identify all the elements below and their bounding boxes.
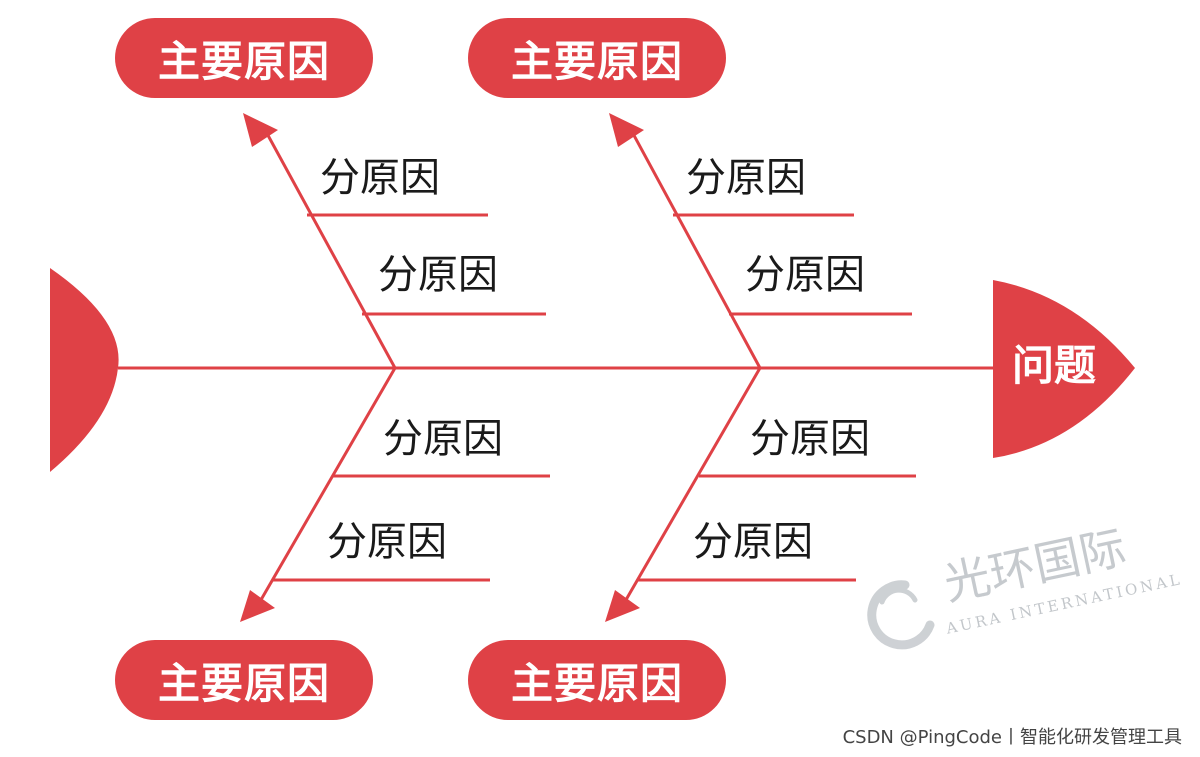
bone-upper-right	[628, 127, 762, 369]
sub-cause-7: 分原因	[750, 416, 870, 462]
bone-lower-right	[621, 367, 762, 606]
problem-label: 问题	[1012, 341, 1097, 390]
bone-lower-left	[256, 367, 397, 606]
sub-cause-5: 分原因	[383, 416, 503, 462]
sub-cause-1: 分原因	[320, 155, 440, 201]
footer-credit: CSDN @PingCode丨智能化研发管理工具	[842, 727, 1182, 748]
arrowhead-lower-left	[240, 590, 275, 622]
arrowhead-upper-left	[243, 113, 278, 147]
major-cause-bottom-left: 主要原因	[115, 640, 373, 720]
sub-cause-2: 分原因	[378, 252, 498, 298]
fish-head	[993, 280, 1135, 458]
sub-cause-6: 分原因	[327, 519, 447, 565]
watermark-logo-icon	[867, 580, 935, 650]
sub-cause-3: 分原因	[686, 155, 806, 201]
major-cause-top-right: 主要原因	[468, 18, 726, 98]
arrowhead-upper-right	[609, 113, 644, 147]
bone-upper-left	[262, 127, 397, 369]
major-cause-bottom-right: 主要原因	[468, 640, 726, 720]
sub-cause-8: 分原因	[693, 519, 813, 565]
arrowhead-lower-right	[605, 590, 640, 622]
major-cause-top-left: 主要原因	[115, 18, 373, 98]
fish-tail	[50, 268, 119, 472]
sub-cause-4: 分原因	[745, 252, 865, 298]
